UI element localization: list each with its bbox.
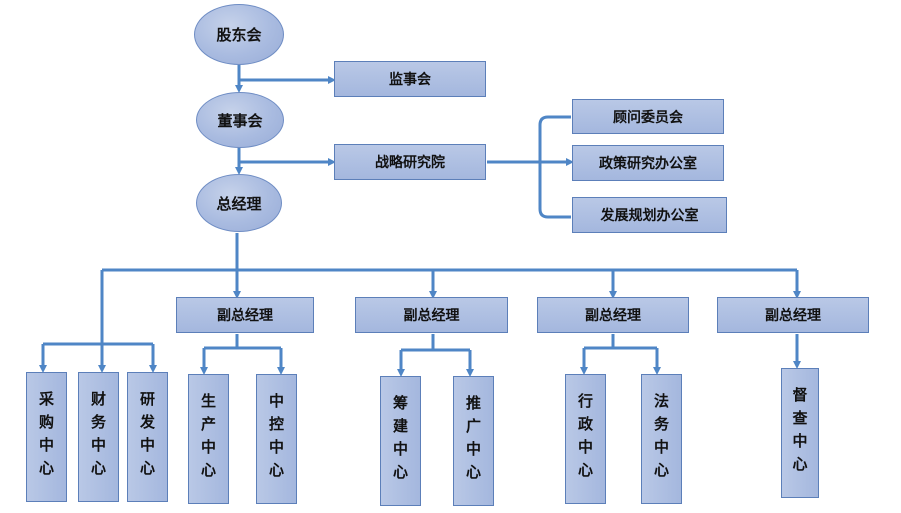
node-center-promotion: 推广中心	[453, 376, 494, 506]
node-center-inspection: 督查中心	[781, 368, 819, 498]
node-deputy-gm: 副总经理	[176, 297, 314, 333]
node-planning-office: 发展规划办公室	[572, 197, 727, 233]
node-center-procurement: 采购中心	[26, 372, 67, 502]
node-advisory-committee: 顾问委员会	[572, 99, 724, 134]
bracket-offices	[538, 115, 571, 219]
node-general-manager: 总经理	[196, 174, 282, 232]
node-center-production: 生产中心	[188, 374, 229, 504]
node-center-administration: 行政中心	[565, 374, 606, 504]
node-deputy-gm: 副总经理	[537, 297, 689, 333]
node-supervisory-board: 监事会	[334, 61, 486, 97]
node-policy-office: 政策研究办公室	[572, 145, 724, 181]
node-center-control: 中控中心	[256, 374, 297, 504]
node-shareholders: 股东会	[194, 4, 284, 65]
node-center-construction: 筹建中心	[380, 376, 421, 506]
node-center-legal: 法务中心	[641, 374, 682, 504]
node-deputy-gm: 副总经理	[717, 297, 869, 333]
node-deputy-gm: 副总经理	[355, 297, 508, 333]
node-board: 董事会	[196, 92, 284, 148]
node-center-finance: 财务中心	[78, 372, 119, 502]
node-strategy-institute: 战略研究院	[334, 144, 486, 180]
node-center-rd: 研发中心	[127, 372, 168, 502]
